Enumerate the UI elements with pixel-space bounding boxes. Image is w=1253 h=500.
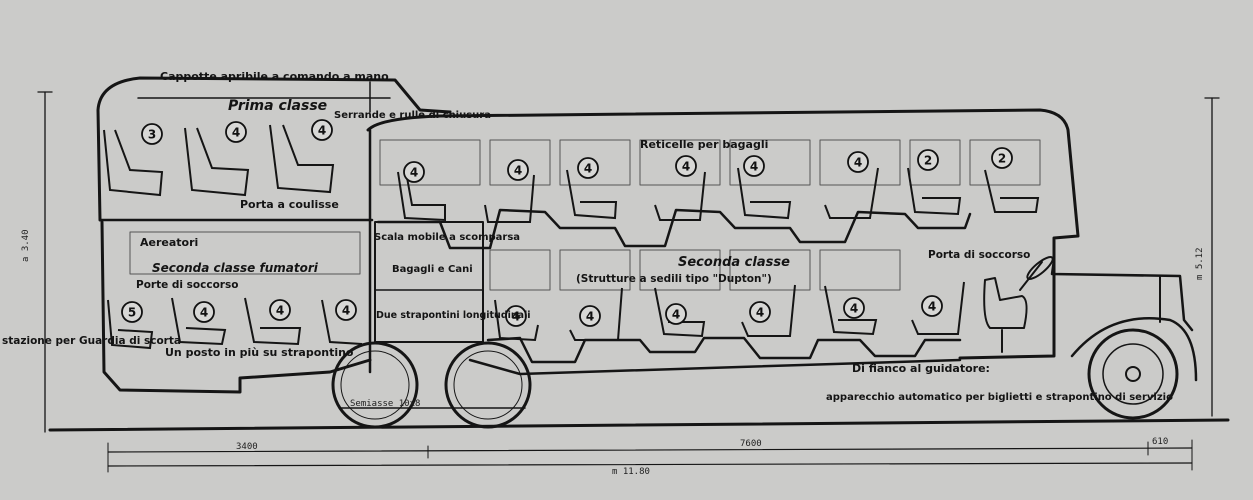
seat-count-badge xyxy=(675,155,697,177)
seat-count-badge xyxy=(505,305,527,327)
rear-wheel-2 xyxy=(444,341,532,429)
seat-count-value: 4 xyxy=(584,162,592,176)
label-driver-side: Di fianco al guidatore: xyxy=(852,362,990,375)
label-second-class: Seconda classe xyxy=(678,255,790,270)
label-luggage-racks: Reticelle per bagagli xyxy=(640,138,768,151)
label-stair: Scala mobile a scomparsa xyxy=(374,232,520,243)
upper-windows xyxy=(129,139,1041,291)
label-blinds: Serrande e rulle di chiusura xyxy=(334,110,491,121)
label-axle: Semiasse 10x8 xyxy=(350,399,420,409)
seat-count-value: 4 xyxy=(672,308,680,322)
seat-count-badge xyxy=(141,123,163,145)
seat-count-value: 4 xyxy=(586,310,594,324)
seat-count-badge xyxy=(749,301,771,323)
front-fender xyxy=(1070,316,1198,382)
seat-count-badge xyxy=(921,295,943,317)
rear-wheel-1 xyxy=(331,341,419,429)
front-wheel xyxy=(1087,328,1179,420)
seat-count-badge xyxy=(579,305,601,327)
upper-deck-floor xyxy=(376,208,972,250)
steering-column xyxy=(1019,261,1043,291)
seat-count-value: 4 xyxy=(756,306,764,320)
label-seat-type: (Strutture a sedili tipo "Dupton") xyxy=(576,273,772,285)
label-emergency-door-right: Porta di soccorso xyxy=(928,249,1030,261)
seat-count-badge xyxy=(335,299,357,321)
seat-count-value: 4 xyxy=(514,164,522,178)
seat-count-value: 4 xyxy=(750,160,758,174)
label-emergency-door-left: Porte di soccorso xyxy=(136,279,238,291)
seat-count-value: 4 xyxy=(682,160,690,174)
seat-count-value: 4 xyxy=(854,156,862,170)
seat-count-value: 4 xyxy=(928,300,936,314)
label-height-left: a 3.40 xyxy=(21,229,31,262)
seat-count-badge xyxy=(577,157,599,179)
label-height-right: m 5.12 xyxy=(1195,247,1205,280)
seat-count-badge xyxy=(843,297,865,319)
seat-count-value: 4 xyxy=(410,166,418,180)
seat-count-badge xyxy=(991,147,1013,169)
seat-count-value: 4 xyxy=(342,304,350,318)
label-second-class-smokers: Seconda classe fumatori xyxy=(152,261,319,275)
label-luggage-box: Bagagli e Cani xyxy=(392,264,473,275)
seat-count-value: 4 xyxy=(318,124,326,138)
seat-count-badge xyxy=(193,301,215,323)
label-folding-seats: Due strapontini longitudinali xyxy=(376,310,531,321)
seat-count-value: 4 xyxy=(512,310,520,324)
seat-count-value: 4 xyxy=(200,306,208,320)
seat-count-value: 4 xyxy=(850,302,858,316)
seats xyxy=(103,124,1040,350)
seat-count-badge xyxy=(847,151,869,173)
dimension-line-total xyxy=(107,462,1193,467)
diagram-labels: Cappotte apribile a comando a mano Prima… xyxy=(2,70,1205,477)
engine-hood xyxy=(1050,258,1194,332)
label-apparatus: apparecchio automatico per biglietti e s… xyxy=(826,392,1173,403)
label-dim-total: m 11.80 xyxy=(612,467,650,477)
seat-count-badge xyxy=(269,299,291,321)
seat-count-badge xyxy=(403,161,425,183)
label-extra-seat: Un posto in più su strapontino xyxy=(165,346,354,359)
label-dim-mid: 7600 xyxy=(740,439,762,449)
seat-count-badge xyxy=(917,149,939,171)
label-escort: stazione per Guardia di scorta xyxy=(2,335,181,347)
label-ventilators: Aereatori xyxy=(140,236,198,249)
lower-deck-outline xyxy=(100,220,372,394)
seat-count-value: 3 xyxy=(148,128,156,142)
seat-count-value: 4 xyxy=(232,126,240,140)
label-roof: Cappotte apribile a comando a mano xyxy=(160,70,389,83)
seat-count-value: 4 xyxy=(276,304,284,318)
seat-count-value: 5 xyxy=(128,306,136,320)
upper-deck-outline xyxy=(366,108,1080,360)
seat-count-badge xyxy=(507,159,529,181)
label-dim-right: 610 xyxy=(1152,437,1168,447)
dimension-line-top xyxy=(107,447,1193,453)
ground-line xyxy=(48,418,1230,432)
label-sliding-door: Porta a coulisse xyxy=(240,198,339,211)
seat-count-badges: 3 4 4 4 4 4 4 4 4 2 2 5 4 4 4 4 4 4 4 4 4 xyxy=(121,119,1013,327)
seat-count-badge xyxy=(743,155,765,177)
seat-count-value: 2 xyxy=(998,152,1006,166)
seat-count-badge xyxy=(311,119,333,141)
front-cabin-outline xyxy=(96,76,452,222)
lower-deck-floor xyxy=(486,336,962,364)
seat-count-badge xyxy=(121,301,143,323)
label-first-class: Prima classe xyxy=(228,98,327,114)
seat-count-value: 2 xyxy=(924,154,932,168)
seat-count-badge xyxy=(225,121,247,143)
seat-count-badge xyxy=(665,303,687,325)
label-dim-left: 3400 xyxy=(236,442,258,452)
driver-seat xyxy=(983,277,1028,329)
